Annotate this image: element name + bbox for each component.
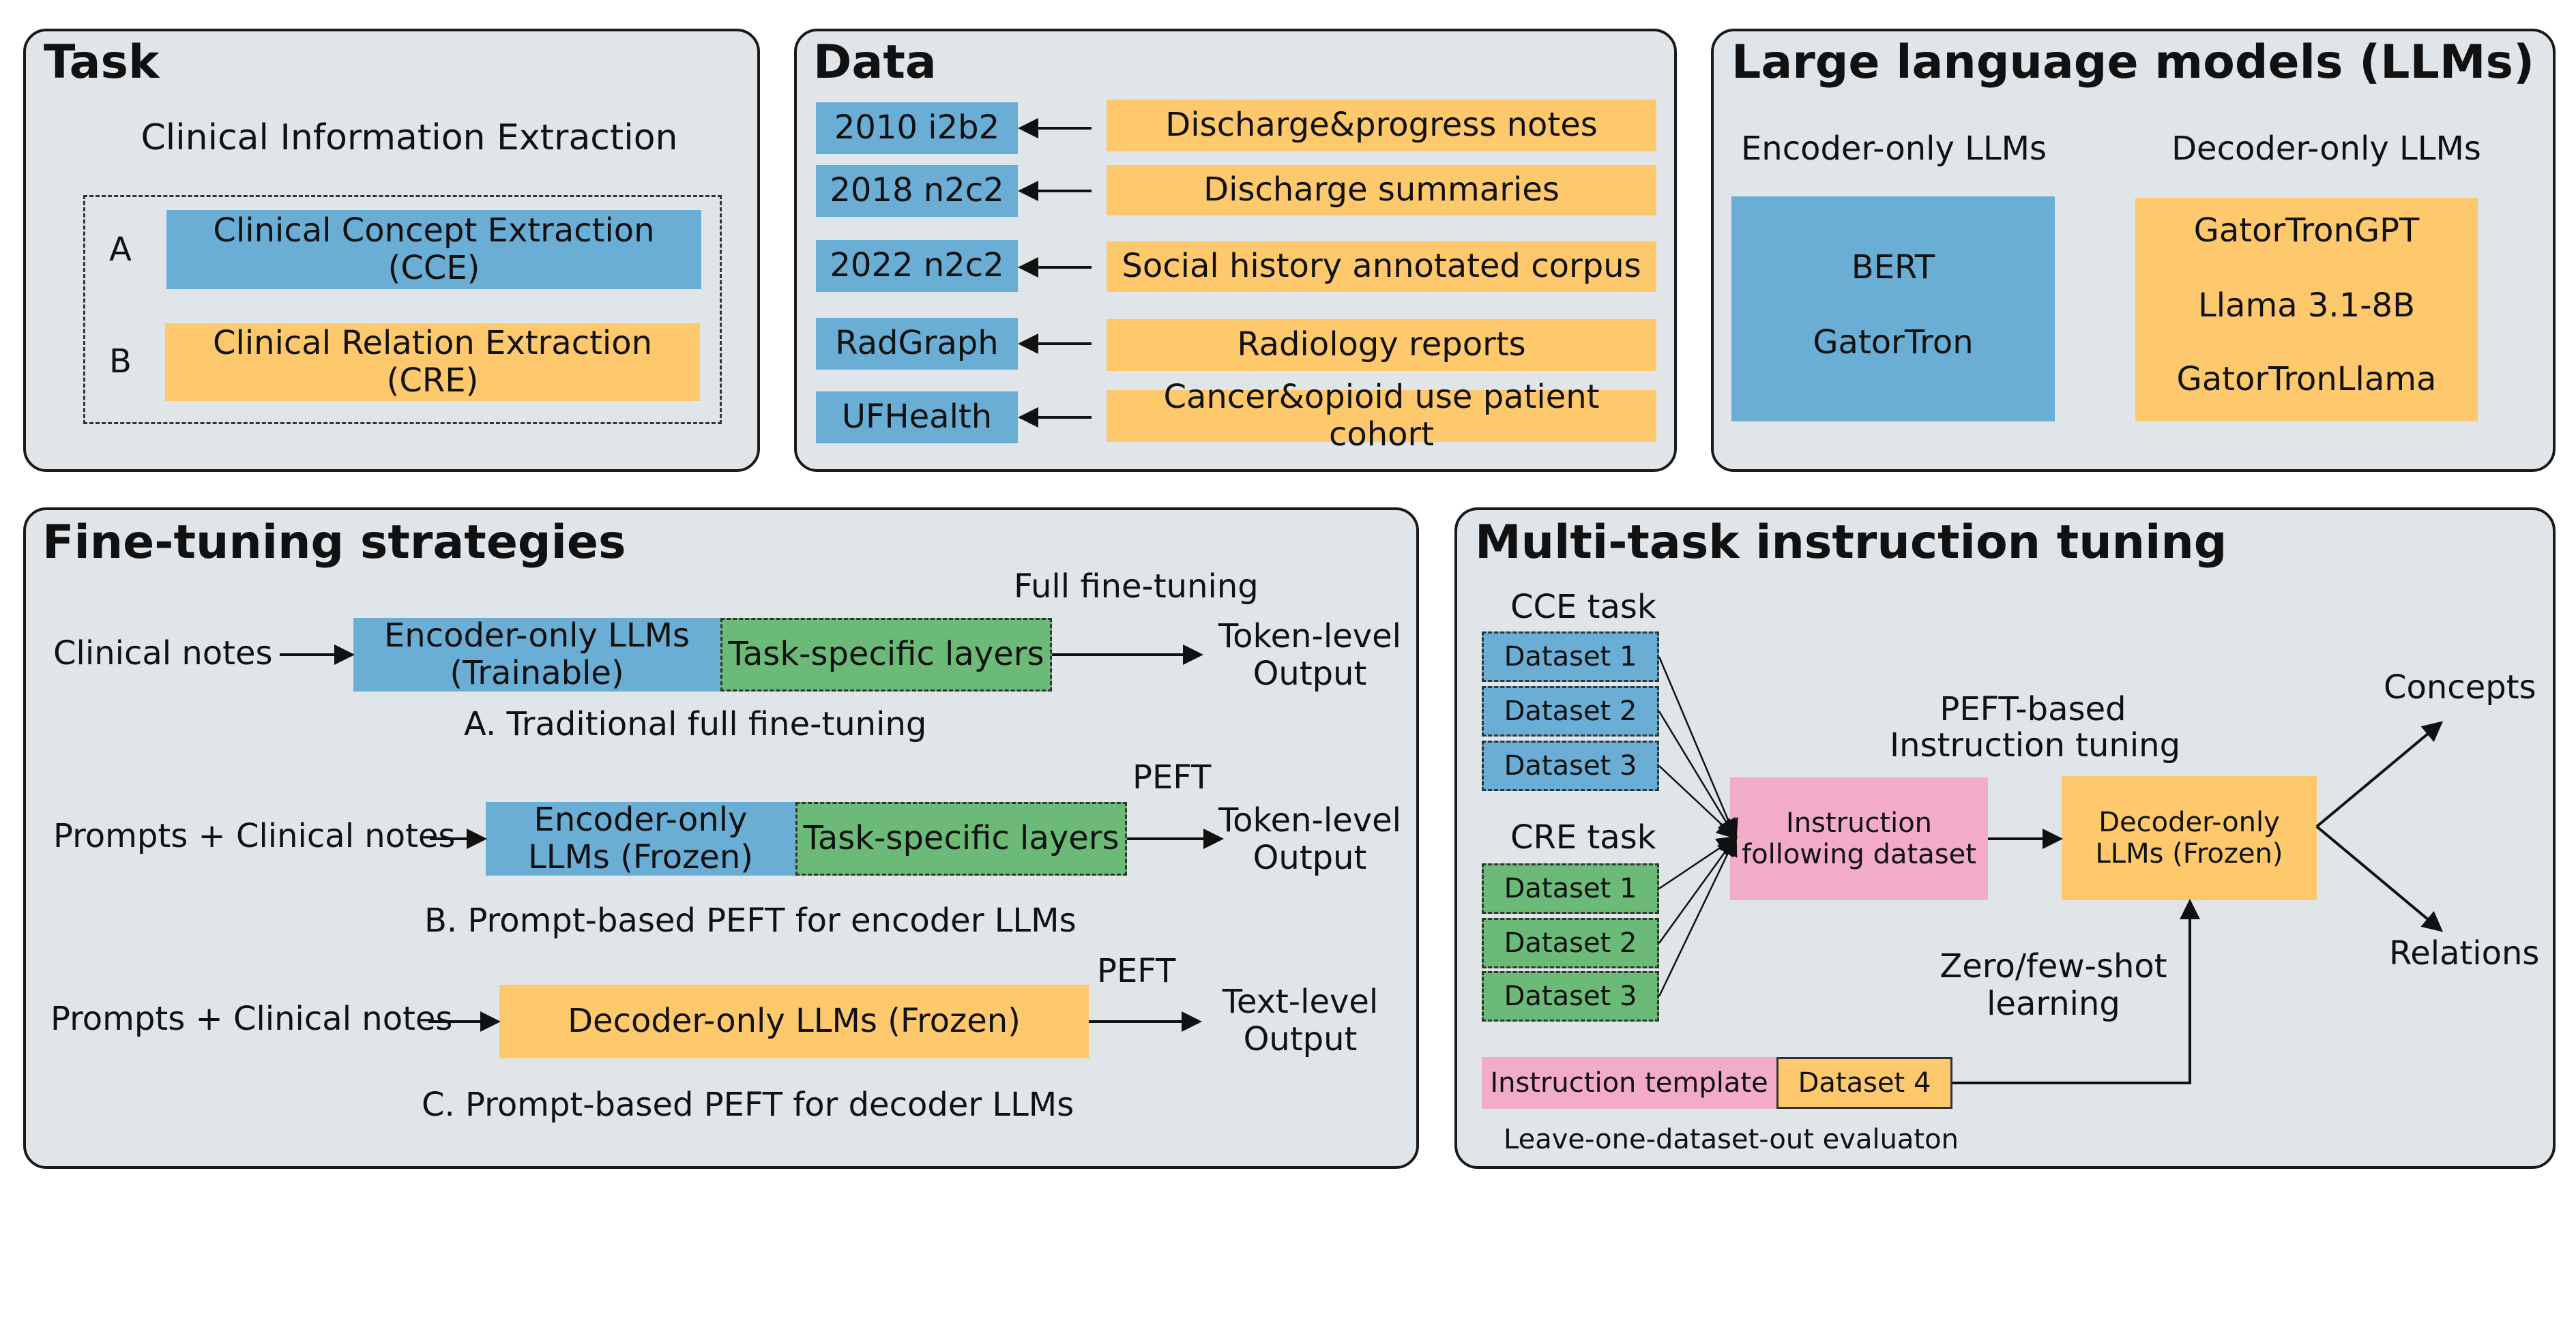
decoder-frozen-box: Decoder-only LLMs (Frozen): [2062, 776, 2317, 900]
ft-c-output: Text-level Output: [1198, 983, 1403, 1058]
model-bert: BERT: [1851, 248, 1935, 286]
source-social-history: Social history annotated corpus: [1107, 241, 1656, 292]
multitask-title: Multi-task instruction tuning: [1475, 516, 2227, 569]
zero-few-shot-label: Zero/few-shot learning: [1931, 947, 2176, 1024]
fan-cre-3: [1658, 835, 1738, 997]
ft-c-annotation: PEFT: [1097, 952, 1176, 990]
ft-c-model: Decoder-only LLMs (Frozen): [499, 985, 1089, 1058]
task-items-frame: [83, 195, 722, 424]
dataset-4-box: Dataset 4: [1776, 1057, 1952, 1109]
ft-b-output-line1: Token-level: [1218, 801, 1402, 839]
decoder-line1: Decoder-only: [2098, 807, 2280, 838]
dataset-2022-n2c2: 2022 n2c2: [816, 240, 1018, 292]
ft-b-model-line1: Encoder-only: [533, 800, 748, 839]
instr-line2: following dataset: [1742, 839, 1976, 870]
llms-title: Large language models (LLMs): [1731, 35, 2535, 89]
ft-c-caption: C. Prompt-based PEFT for decoder LLMs: [422, 1086, 1074, 1124]
task-item-cce: Clinical Concept Extraction (CCE): [166, 210, 701, 289]
encoder-heading: Encoder-only LLMs: [1740, 130, 2047, 168]
ft-b-layers: Task-specific layers: [795, 802, 1127, 876]
ft-a-output-line1: Token-level: [1218, 617, 1402, 655]
model-gatortronllama: GatorTronLlama: [2176, 360, 2437, 398]
task-title: Task: [44, 35, 160, 89]
instruction-following-dataset: Instruction following dataset: [1730, 777, 1988, 900]
peft-instruction-label: PEFT-based Instruction tuning: [1890, 690, 2181, 764]
ft-a-caption: A. Traditional full fine-tuning: [464, 705, 927, 743]
fan-cce-3: [1658, 765, 1738, 839]
ft-c-output-line2: Output: [1243, 1020, 1358, 1059]
ft-c-output-line1: Text-level: [1222, 983, 1379, 1021]
ft-a-model-line1: Encoder-only LLMs: [383, 616, 690, 655]
arrow-to-relations: [2315, 825, 2444, 932]
cce-dataset-2: Dataset 2: [1482, 686, 1659, 737]
fan-cre-2: [1658, 835, 1738, 944]
ft-b-caption: B. Prompt-based PEFT for encoder LLMs: [424, 902, 1077, 940]
ft-a-input: Clinical notes: [53, 634, 273, 672]
model-gatortrongpt: GatorTronGPT: [2193, 211, 2420, 250]
arrow-to-concepts: [2315, 721, 2444, 828]
peft-line1: PEFT-based: [1940, 690, 2126, 728]
model-llama: Llama 3.1-8B: [2197, 286, 2416, 325]
cre-dataset-1: Dataset 1: [1482, 863, 1659, 914]
model-gatortron: GatorTron: [1813, 323, 1974, 361]
ft-a-output-line2: Output: [1253, 655, 1367, 694]
ft-a-annotation: Full fine-tuning: [1014, 567, 1259, 606]
source-discharge-summaries: Discharge summaries: [1107, 165, 1656, 215]
cre-dataset-2: Dataset 2: [1482, 918, 1659, 968]
cce-dataset-3: Dataset 3: [1482, 741, 1659, 791]
ft-a-output: Token-level Output: [1208, 617, 1412, 694]
cce-dataset-1: Dataset 1: [1482, 631, 1659, 682]
finetune-title: Fine-tuning strategies: [42, 516, 626, 569]
ft-b-output-line2: Output: [1253, 839, 1367, 878]
dataset-2010-i2b2: 2010 i2b2: [816, 102, 1018, 154]
dataset-radgraph: RadGraph: [816, 318, 1018, 370]
dataset-ufhealth: UFHealth: [816, 391, 1018, 443]
encoder-models-box: [1731, 196, 2055, 421]
ft-c-input: Prompts + Clinical notes: [50, 1000, 453, 1038]
fan-cce-1: [1658, 656, 1738, 840]
ft-b-input: Prompts + Clinical notes: [53, 817, 456, 855]
cce-task-label: CCE task: [1510, 588, 1656, 626]
ft-b-model-line2: LLMs (Frozen): [528, 838, 753, 876]
cre-task-label: CRE task: [1510, 818, 1656, 857]
decoder-heading: Decoder-only LLMs: [2171, 130, 2481, 168]
relations-label: Relations: [2389, 934, 2540, 972]
instr-line1: Instruction: [1785, 807, 1933, 839]
dataset-2018-n2c2: 2018 n2c2: [816, 165, 1018, 217]
ft-b-annotation: PEFT: [1132, 758, 1212, 797]
ft-b-output: Token-level Output: [1208, 801, 1412, 878]
zero-line1: Zero/few-shot: [1940, 947, 2167, 985]
peft-line2: Instruction tuning: [1890, 726, 2181, 764]
concepts-label: Concepts: [2384, 668, 2536, 707]
task-item-a-letter: A: [109, 231, 132, 269]
data-title: Data: [813, 35, 937, 89]
ft-a-model-line2: (Trainable): [450, 654, 624, 692]
source-discharge-progress: Discharge&progress notes: [1107, 100, 1656, 151]
arrow-dataset4-to-decoder: [1952, 899, 2200, 1084]
task-item-cre: Clinical Relation Extraction (CRE): [165, 323, 700, 401]
zero-line2: learning: [1987, 985, 2120, 1024]
cre-dataset-3: Dataset 3: [1482, 971, 1659, 1022]
decoder-line2: LLMs (Frozen): [2095, 838, 2283, 869]
task-subtitle: Clinical Information Extraction: [141, 117, 678, 158]
instruction-template-box: Instruction template: [1482, 1057, 1776, 1109]
source-radiology-reports: Radiology reports: [1107, 319, 1656, 371]
decoder-models-box: [2135, 198, 2478, 421]
fan-cce-2: [1658, 711, 1738, 840]
ft-a-model: Encoder-only LLMs (Trainable): [353, 616, 720, 692]
ft-b-model: Encoder-only LLMs (Frozen): [486, 800, 795, 876]
ft-a-layers: Task-specific layers: [720, 618, 1052, 692]
leave-one-out-label: Leave-one-dataset-out evaluaton: [1504, 1124, 1959, 1155]
task-item-b-letter: B: [109, 342, 132, 381]
